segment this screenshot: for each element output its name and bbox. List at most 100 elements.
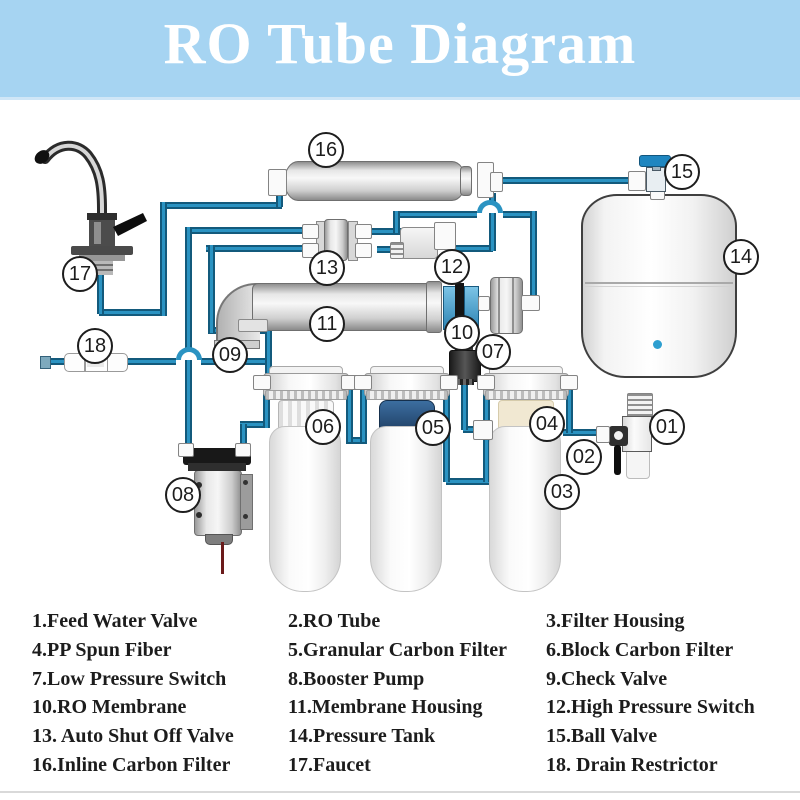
drain-outlet-end <box>40 356 51 369</box>
filter-cap-ribs <box>265 390 347 400</box>
filter-body <box>489 426 561 592</box>
badge-01: 01 <box>649 409 685 445</box>
low-pressure-switch-base <box>454 379 474 385</box>
faucet-handle <box>113 213 147 236</box>
legend-item: 9.Check Valve <box>546 667 668 690</box>
legend-item: 8.Booster Pump <box>288 667 425 690</box>
pump-port-fitting <box>235 443 251 457</box>
badge-07: 07 <box>475 334 511 370</box>
filter-port-fitting <box>477 375 495 390</box>
tank-seam <box>585 282 733 284</box>
filter-port-fitting <box>440 375 458 390</box>
hps-threaded-fitting <box>390 242 404 259</box>
legend-item: 6.Block Carbon Filter <box>546 638 734 661</box>
pump-bolt <box>243 480 248 485</box>
badge-05: 05 <box>415 410 451 446</box>
asov-port-fitting <box>355 243 372 258</box>
badge-15: 15 <box>664 154 700 190</box>
tube-segment <box>360 386 367 442</box>
tube-segment <box>393 211 400 233</box>
badge-09: 09 <box>212 337 248 373</box>
inline-carbon-filter-end <box>460 166 472 196</box>
tube-crossover <box>477 200 503 213</box>
legend-item: 12.High Pressure Switch <box>546 696 755 719</box>
tube-segment <box>489 193 496 251</box>
legend-item: 1.Feed Water Valve <box>32 610 198 632</box>
filter-cap-ribs <box>366 390 448 400</box>
filter-port-fitting <box>560 375 578 390</box>
inline-filter-left-fitting <box>268 169 287 196</box>
tube-segment <box>397 211 477 218</box>
legend-item: 11.Membrane Housing <box>288 696 483 719</box>
inline-filter-tee-fitting <box>490 172 503 192</box>
tube-segment <box>276 191 283 207</box>
auto-shut-off-valve <box>348 221 358 261</box>
filter-housing-granular-carbon <box>357 366 455 594</box>
bottom-divider-line <box>0 791 800 793</box>
asov-port-fitting <box>355 224 372 239</box>
legend-item: 15.Ball Valve <box>546 725 658 748</box>
tube-segment <box>530 211 537 303</box>
filter-port-fitting <box>354 375 372 390</box>
booster-pump-top-band <box>188 463 246 471</box>
legend: 1.Feed Water Valve 2.RO Tube 3.Filter Ho… <box>32 610 790 783</box>
filter-port-fitting <box>253 375 271 390</box>
hps-ribbed-block <box>434 222 456 250</box>
badge-13: 13 <box>309 250 345 286</box>
badge-08: 08 <box>165 477 201 513</box>
badge-16: 16 <box>308 132 344 168</box>
tube-segment <box>265 330 272 382</box>
tube-segment <box>566 385 573 433</box>
badge-04: 04 <box>529 406 565 442</box>
tube-segment <box>208 245 215 333</box>
ball-valve-fitting <box>628 171 646 191</box>
badge-03: 03 <box>544 474 580 510</box>
page-title: RO Tube Diagram <box>163 11 637 76</box>
feed-valve-handle <box>614 445 621 475</box>
tee-fitting <box>473 420 493 440</box>
legend-item: 14.Pressure Tank <box>288 725 436 748</box>
pump-power-wire <box>221 542 224 574</box>
filter-body <box>370 426 442 592</box>
asov-port-fitting <box>302 224 319 239</box>
tube-segment <box>377 246 397 253</box>
legend-item: 4.PP Spun Fiber <box>32 638 172 661</box>
tube-segment <box>240 424 247 452</box>
filter-housing-block-carbon <box>256 366 354 594</box>
legend-item: 7.Low Pressure Switch <box>32 667 227 690</box>
header-banner: RO Tube Diagram <box>0 0 800 100</box>
pump-port-fitting <box>178 443 194 457</box>
feed-valve-lower-tube <box>626 451 650 479</box>
tube-segment <box>461 378 468 430</box>
tube-segment <box>483 389 490 425</box>
tube-segment <box>160 202 167 316</box>
tube-segment <box>449 245 493 252</box>
faucet <box>34 140 147 275</box>
pressure-tank <box>581 194 737 378</box>
check-valve <box>238 319 268 332</box>
tank-blue-dot <box>653 340 662 349</box>
badge-17: 17 <box>62 256 98 292</box>
legend-item: 2.RO Tube <box>288 610 381 632</box>
feed-valve-collar <box>596 426 610 443</box>
tube-segment <box>206 245 305 252</box>
tank-seam <box>585 286 733 287</box>
legend-item: 18. Drain Restrictor <box>546 753 718 776</box>
end-cap-fitting <box>521 295 540 311</box>
badge-06: 06 <box>305 409 341 445</box>
tube-segment <box>361 228 401 235</box>
tube-segment <box>346 437 367 444</box>
membrane-housing-collar <box>426 281 442 333</box>
high-pressure-switch <box>400 227 438 259</box>
ro-membrane-ring <box>455 283 464 331</box>
badge-12: 12 <box>434 249 470 285</box>
tube-segment <box>185 227 305 234</box>
legend-item: 16.Inline Carbon Filter <box>32 753 231 776</box>
legend-item: 10.RO Membrane <box>32 696 187 719</box>
tube-segment <box>563 429 599 436</box>
tube-segment <box>97 272 104 314</box>
badge-18: 18 <box>77 328 113 364</box>
faucet-base <box>71 246 133 255</box>
inline-carbon-filter <box>284 161 466 201</box>
tube-segment <box>463 426 481 433</box>
